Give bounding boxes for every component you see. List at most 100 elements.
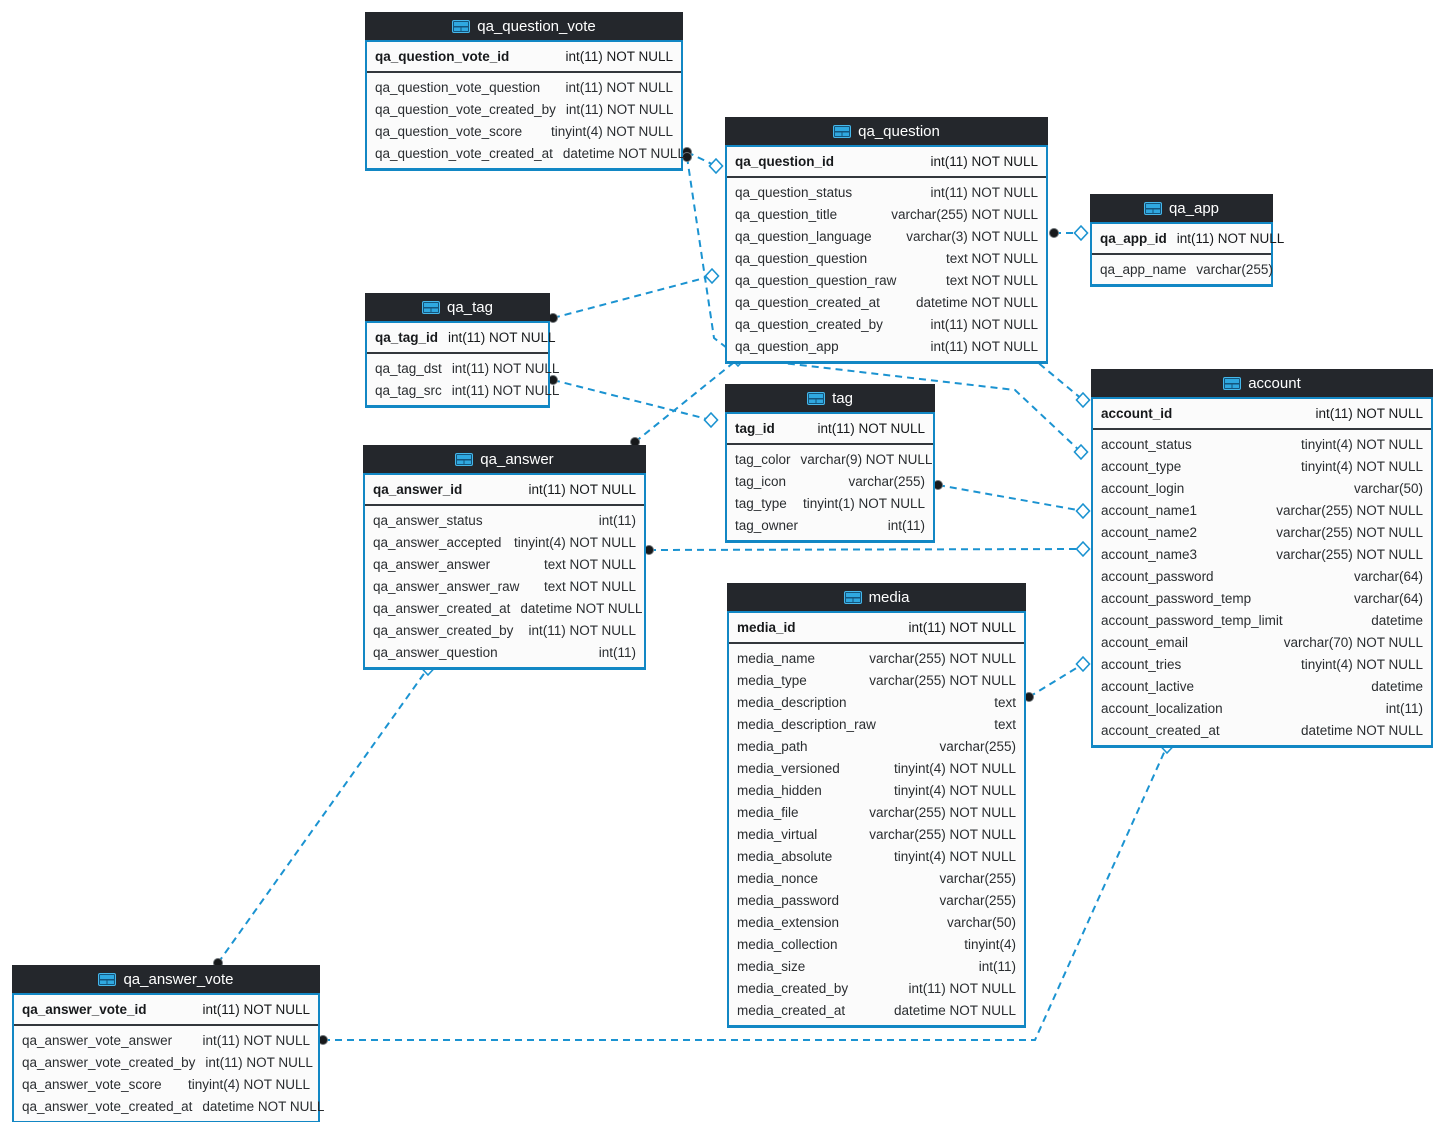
relationship-tag-account[interactable] [933,480,1091,520]
table-header[interactable]: qa_question_vote [365,12,683,42]
table-header[interactable]: qa_question [725,117,1048,147]
relationship-qa_tag-tag[interactable] [548,375,719,429]
table-header[interactable]: media [727,583,1026,613]
field-name: media_created_by [737,980,849,996]
relationship-qa_tag-qa_question[interactable] [548,267,720,323]
field-name: tag_owner [735,517,799,533]
table-header[interactable]: tag [725,384,935,414]
table-header[interactable]: qa_answer [363,445,646,475]
relationship-qa_answer_vote-qa_answer[interactable] [213,659,436,968]
table-header[interactable]: qa_answer_vote [12,965,320,995]
field-name: account_login [1101,480,1185,496]
relationship-qa_answer-account[interactable] [644,540,1091,558]
relationship-qa_question-qa_app[interactable] [1049,224,1089,242]
field-type: int(11) NOT NULL [1176,231,1285,246]
table-header[interactable]: qa_tag [365,293,550,323]
field-name: qa_question_question [735,250,868,266]
relationship-media-account[interactable] [1024,655,1091,702]
table-header[interactable]: qa_app [1090,194,1273,224]
table-header[interactable]: account [1091,369,1433,399]
